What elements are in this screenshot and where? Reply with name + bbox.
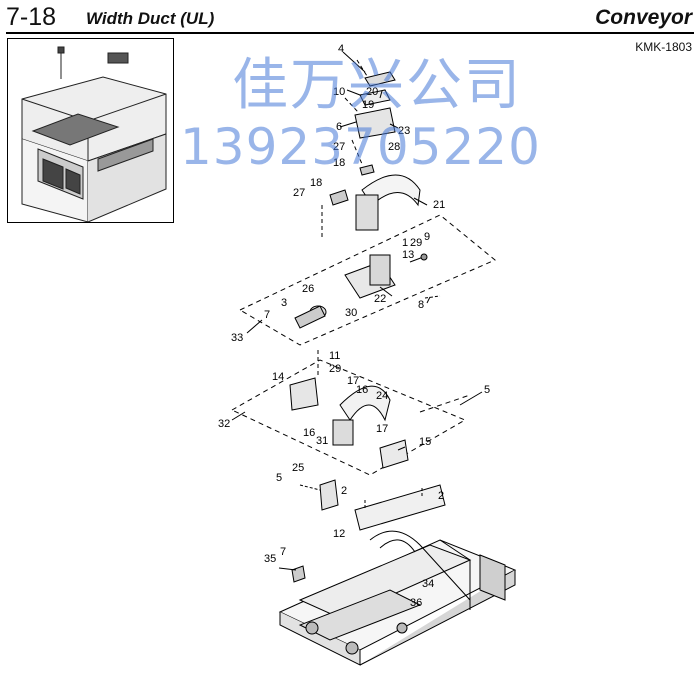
watermark-phone: 13923705220: [180, 118, 541, 176]
callout-number: 16: [303, 427, 315, 439]
callout-number: 26: [302, 283, 314, 295]
callout-number: 6: [336, 121, 342, 133]
callout-number: 7: [264, 309, 270, 321]
callout-number: 25: [292, 462, 304, 474]
callout-number: 18: [310, 177, 322, 189]
model-number: KMK-1803: [635, 40, 692, 54]
callout-number: 29: [329, 363, 341, 375]
page-header: 7-18 Width Duct (UL) Conveyor: [0, 0, 700, 34]
watermark-company: 佳万兴公司: [232, 53, 522, 118]
callout-number: 4: [338, 43, 344, 55]
callout-number: 12: [333, 528, 345, 540]
callout-number: 30: [345, 307, 357, 319]
callout-number: 31: [316, 435, 328, 447]
callout-number: 7: [280, 546, 286, 558]
header-rule: [6, 32, 694, 34]
callout-number: 13: [402, 249, 414, 261]
callout-number: 17: [347, 375, 359, 387]
callout-number: 34: [422, 578, 434, 590]
section-name: Conveyor: [595, 6, 692, 29]
callout-number: 3: [281, 297, 287, 309]
callout-number: 27: [333, 141, 345, 153]
page-title: Width Duct (UL): [86, 9, 215, 28]
callout-number: 8: [418, 299, 424, 311]
callout-number: 23: [398, 125, 410, 137]
callout-number: 36: [410, 597, 422, 609]
callout-number: 14: [272, 371, 284, 383]
callout-number: 29: [410, 237, 422, 249]
callout-number: 5: [276, 472, 282, 484]
callout-number: 19: [362, 99, 374, 111]
callout-number: 18: [333, 157, 345, 169]
callout-number: 20: [366, 86, 378, 98]
callout-number: 32: [218, 418, 230, 430]
callout-number: 15: [419, 436, 431, 448]
section-number: 7-18: [6, 3, 57, 31]
callout-number: 11: [329, 350, 340, 362]
callout-number: 5: [484, 384, 490, 396]
callout-number: 35: [264, 553, 276, 565]
callout-number: 17: [376, 423, 388, 435]
machine-thumbnail: [7, 38, 174, 223]
callout-number: 10: [333, 86, 345, 98]
callout-number: 28: [388, 141, 400, 153]
callout-number: 33: [231, 332, 243, 344]
callout-number: 1: [402, 237, 408, 249]
callout-number: 2: [438, 490, 444, 502]
callout-number: 24: [376, 390, 388, 402]
callout-number: 2: [341, 485, 347, 497]
callout-number: 16: [356, 384, 368, 396]
callout-number: 21: [433, 199, 445, 211]
callout-number: 22: [374, 293, 386, 305]
callout-number: 9: [424, 231, 430, 243]
callout-number: 27: [293, 187, 305, 199]
